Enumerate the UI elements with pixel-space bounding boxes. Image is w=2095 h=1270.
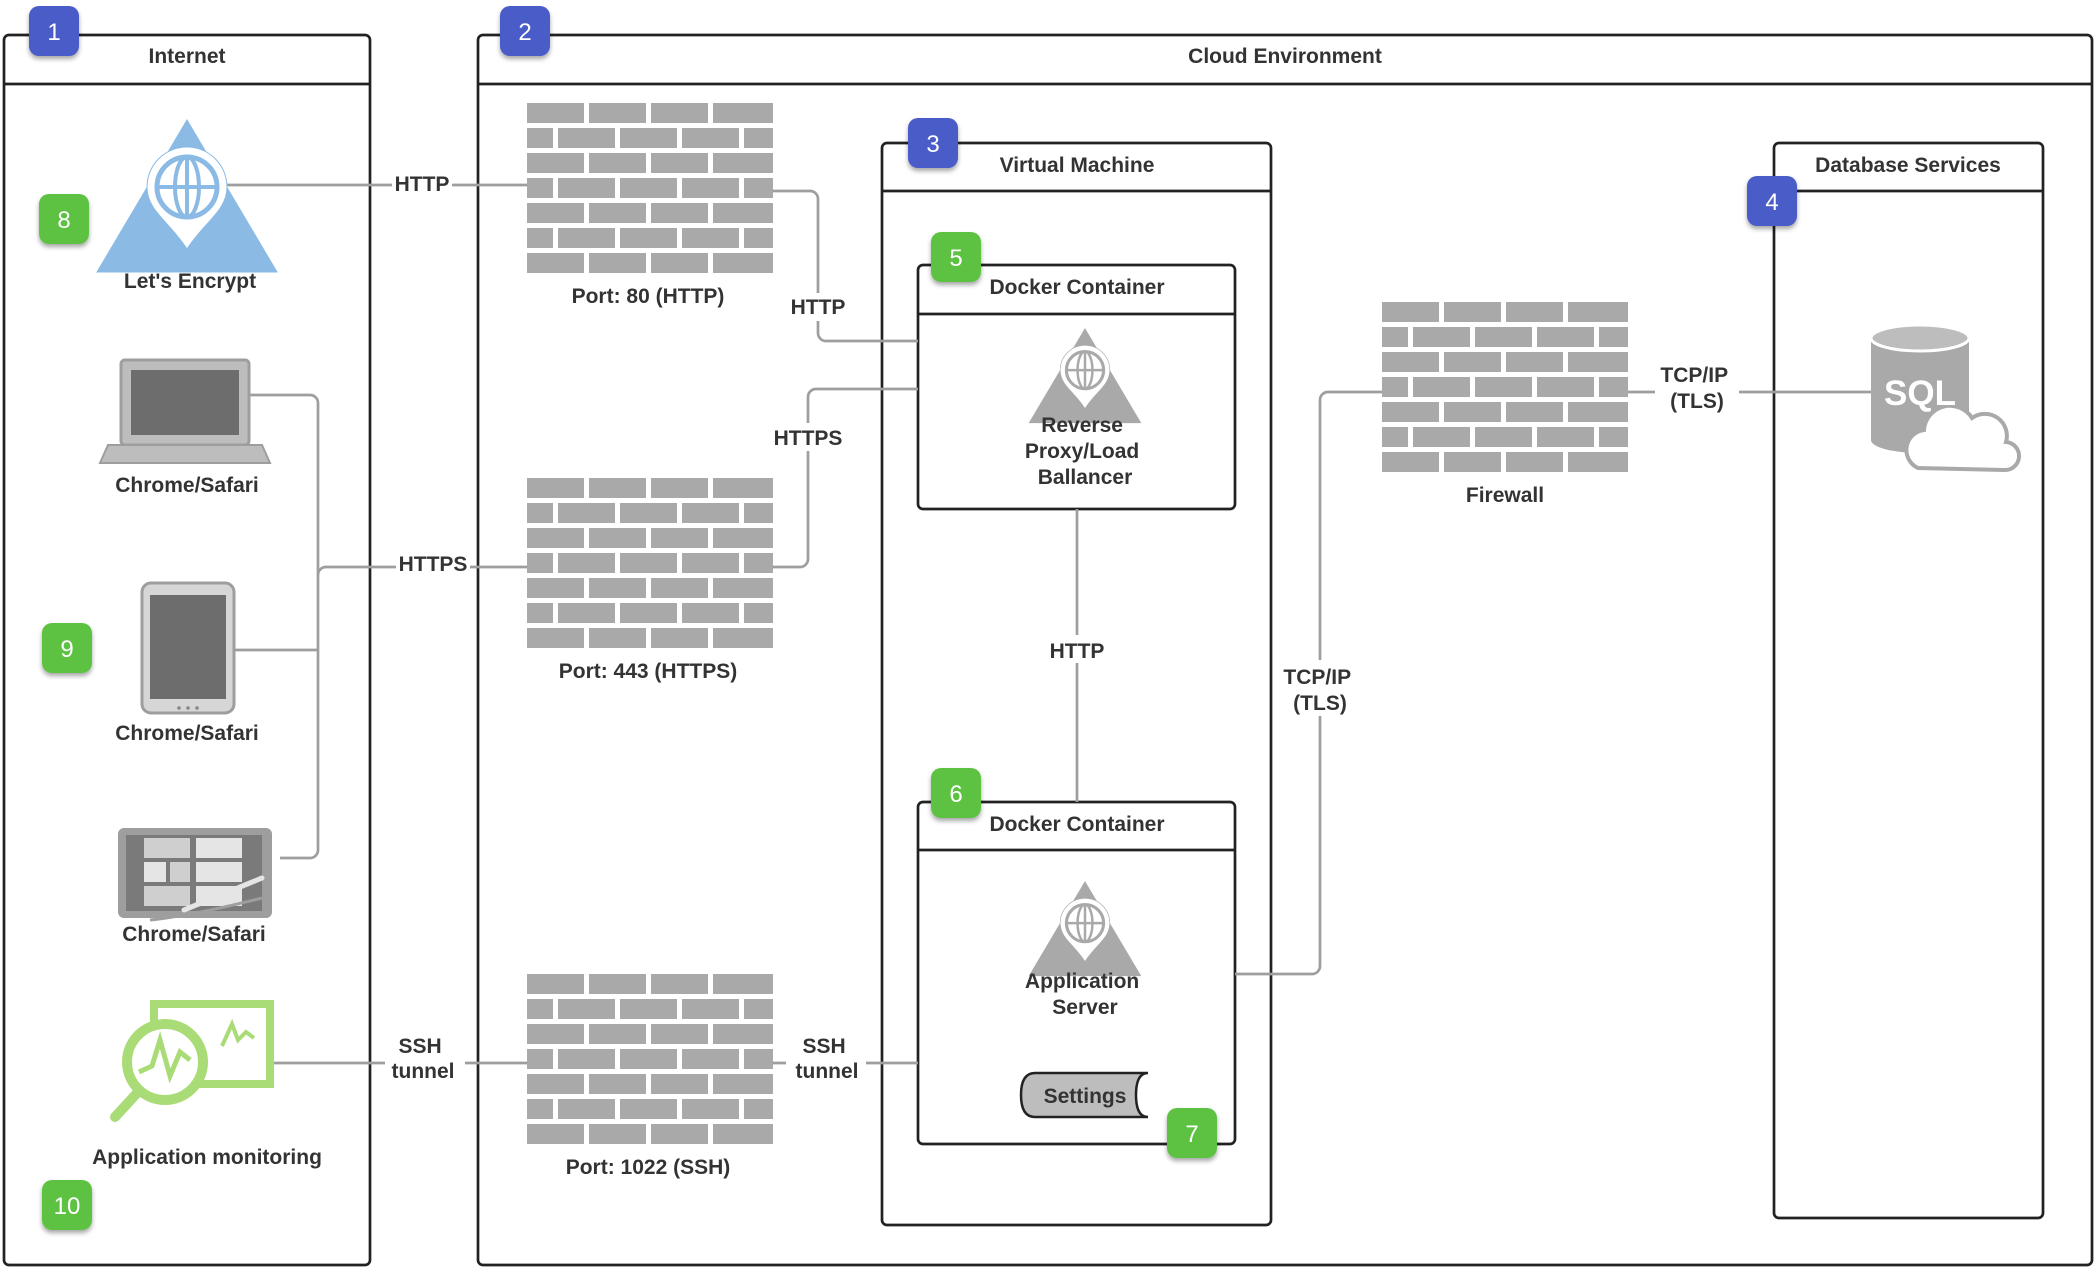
internet-title: Internet — [148, 45, 225, 68]
client-laptop: Chrome/Safari — [98, 358, 272, 497]
conn-fw80-proxy — [770, 189, 918, 343]
badge-database: 4 — [1747, 176, 1797, 226]
badge-monitoring-number: 10 — [54, 1193, 81, 1220]
conn-laptop-bus — [250, 393, 320, 860]
label-tcp-app-fw: TCP/IP (TLS) — [1283, 666, 1356, 715]
application-monitoring-label: Application monitoring — [92, 1146, 322, 1169]
lets-encrypt-label: Let's Encrypt — [124, 270, 256, 293]
conn-bus-fw443 — [316, 565, 527, 576]
firewall-db-label: Firewall — [1466, 484, 1544, 507]
client-tablet-label: Chrome/Safari — [115, 722, 259, 745]
laptop-icon — [98, 358, 272, 464]
badge-vm-number: 3 — [926, 131, 939, 158]
sql-database-node: SQL — [1869, 323, 2022, 473]
client-surface-label: Chrome/Safari — [122, 923, 266, 946]
application-server-label: Application Server — [1025, 970, 1145, 1019]
label-ssh-monitor: SSH tunnel — [392, 1035, 455, 1083]
scroll-icon — [1019, 1071, 1149, 1119]
firewall-ssh: Port: 1022 (SSH) — [527, 974, 773, 1179]
virtual-machine-title: Virtual Machine — [1000, 154, 1155, 177]
firewall-icon — [527, 103, 773, 273]
label-ssh-to-app: SSH tunnel — [796, 1035, 859, 1083]
badge-clients-number: 9 — [60, 636, 73, 663]
firewall-ssh-label: Port: 1022 (SSH) — [566, 1156, 731, 1179]
database-services-box: Database Services — [1772, 141, 2045, 1220]
docker-proxy-title: Docker Container — [989, 276, 1164, 299]
firewall-icon — [527, 974, 773, 1144]
firewall-icon — [527, 478, 773, 648]
badge-lets-encrypt: 8 — [39, 194, 89, 244]
label-tcp-fw-db: TCP/IP (TLS) — [1660, 364, 1733, 413]
database-services-title: Database Services — [1815, 154, 2001, 177]
badges: 1 2 3 4 5 6 7 8 — [29, 6, 1797, 1230]
sql-cloud-database-icon — [1869, 323, 2022, 473]
application-server-node: Application Server — [1025, 880, 1145, 1019]
docker-app-title: Docker Container — [989, 813, 1164, 836]
badge-cloud: 2 — [500, 6, 550, 56]
settings-node: Settings — [1019, 1071, 1149, 1119]
label-https-clients: HTTPS — [399, 553, 468, 576]
badge-monitoring: 10 — [42, 1180, 92, 1230]
label-http-proxy-app: HTTP — [1050, 640, 1105, 663]
conn-fw443-proxy — [770, 387, 918, 569]
badge-docker-proxy-number: 5 — [949, 245, 962, 272]
reverse-proxy-node: Reverse Proxy/Load Ballancer — [1025, 327, 1145, 489]
label-http-letsencrypt: HTTP — [395, 173, 450, 196]
sql-label: SQL — [1884, 374, 1956, 413]
firewall-http-label: Port: 80 (HTTP) — [572, 285, 725, 308]
label-http-to-proxy: HTTP — [791, 296, 846, 319]
badge-clients: 9 — [42, 623, 92, 673]
lets-encrypt-node: Let's Encrypt — [97, 120, 277, 293]
firewall-https: Port: 443 (HTTPS) — [527, 478, 773, 683]
badge-docker-app: 6 — [931, 768, 981, 818]
cloud-environment-title: Cloud Environment — [1188, 45, 1382, 68]
tablet-icon — [140, 581, 236, 715]
monitoring-icon — [110, 1000, 274, 1122]
connector-labels: HTTP HTTP HTTPS HTTPS HTTP SSH tunnel SS… — [385, 170, 1739, 1086]
badge-settings-number: 7 — [1185, 1121, 1198, 1148]
label-https-to-proxy: HTTPS — [774, 427, 843, 450]
surface-tablet-icon — [118, 828, 272, 922]
reverse-proxy-label: Reverse Proxy/Load Ballancer — [1025, 414, 1145, 489]
firewall-icon — [1382, 302, 1628, 472]
application-monitoring-node: Application monitoring — [92, 1000, 322, 1169]
client-laptop-label: Chrome/Safari — [115, 474, 259, 497]
client-surface: Chrome/Safari — [118, 828, 272, 946]
badge-cloud-number: 2 — [518, 19, 531, 46]
badge-settings: 7 — [1167, 1108, 1217, 1158]
firewall-https-label: Port: 443 (HTTPS) — [559, 660, 738, 683]
badge-internet: 1 — [29, 6, 79, 56]
badge-docker-proxy: 5 — [931, 232, 981, 282]
firewall-http: Port: 80 (HTTP) — [527, 103, 773, 308]
badge-internet-number: 1 — [47, 19, 60, 46]
badge-database-number: 4 — [1765, 189, 1778, 216]
badge-vm: 3 — [908, 118, 958, 168]
badge-lets-encrypt-number: 8 — [57, 207, 70, 234]
badge-docker-app-number: 6 — [949, 781, 962, 808]
firewall-db: Firewall — [1382, 302, 1628, 507]
settings-label: Settings — [1044, 1085, 1127, 1108]
client-tablet: Chrome/Safari — [115, 581, 259, 745]
